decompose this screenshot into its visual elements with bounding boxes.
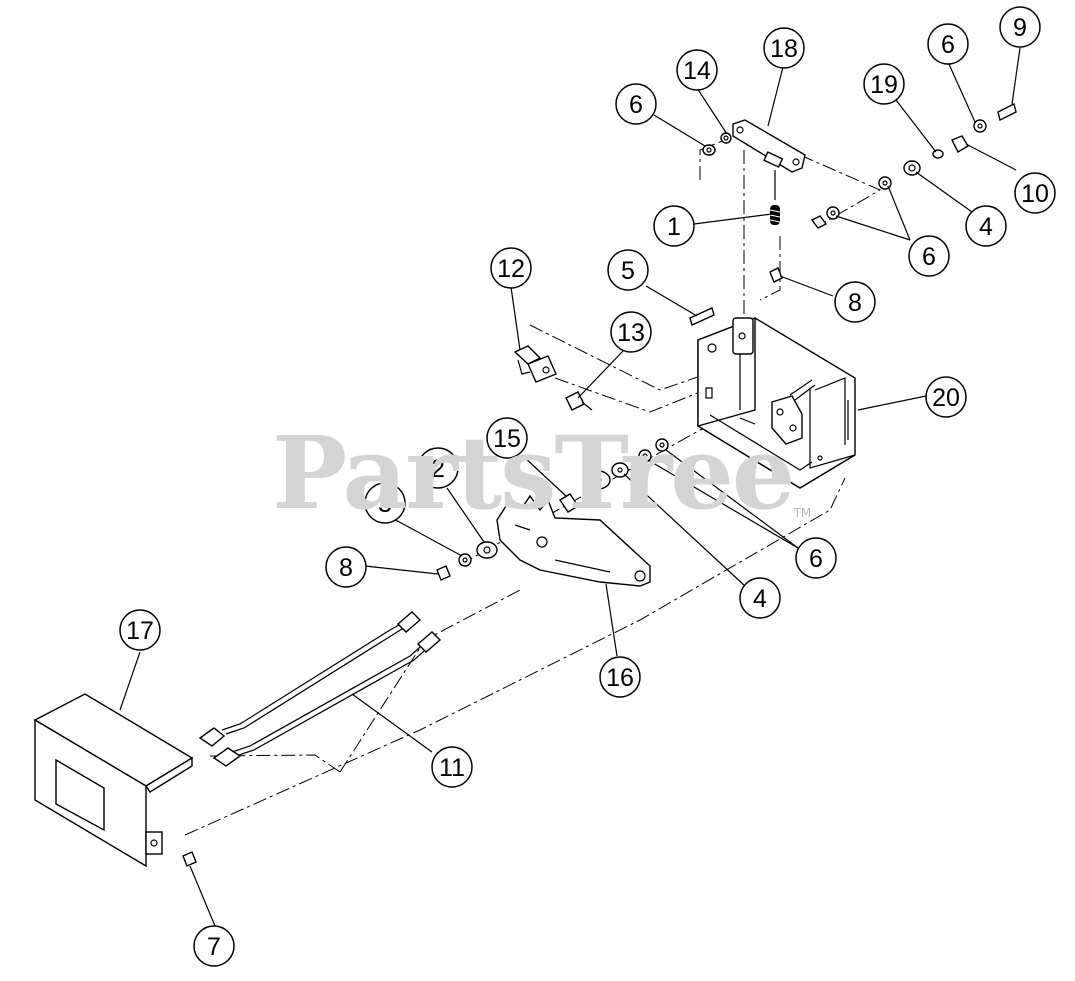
spring-part-1 xyxy=(769,205,781,225)
callout-13: 13 xyxy=(610,311,652,353)
callout-label: 3 xyxy=(378,490,392,518)
screw-part-7 xyxy=(182,851,197,867)
bracket-box-part-20 xyxy=(697,316,856,489)
callout-10: 10 xyxy=(1014,172,1056,214)
callout-15: 15 xyxy=(486,417,528,459)
callout-6: 6 xyxy=(927,23,969,65)
callout-12: 12 xyxy=(490,247,532,289)
callout-3: 3 xyxy=(364,482,406,524)
callout-2: 2 xyxy=(417,447,459,489)
switch-part-12 xyxy=(513,345,557,383)
callout-4: 4 xyxy=(965,205,1007,247)
callout-label: 18 xyxy=(770,35,798,63)
callout-6: 6 xyxy=(908,235,950,277)
callout-label: 4 xyxy=(753,585,767,613)
callout-label: 6 xyxy=(941,31,955,59)
callout-18: 18 xyxy=(763,27,805,69)
cover-part-17 xyxy=(33,693,194,868)
callout-label: 17 xyxy=(126,617,154,645)
callout-20: 20 xyxy=(925,376,967,418)
callout-11: 11 xyxy=(431,746,473,788)
callouts: 9 18 14 6 6 19 10 1 4 6 12 5 8 13 20 15 … xyxy=(119,6,1056,967)
callout-label: 14 xyxy=(683,57,711,85)
callout-8: 8 xyxy=(834,281,876,323)
callout-4: 4 xyxy=(739,577,781,619)
callout-label: 4 xyxy=(979,213,993,241)
callout-label: 20 xyxy=(932,384,960,412)
callout-label: 16 xyxy=(606,664,634,692)
callout-16: 16 xyxy=(599,656,641,698)
callout-label: 9 xyxy=(1013,14,1027,42)
callout-9: 9 xyxy=(999,6,1041,48)
top-hardware xyxy=(689,102,1017,326)
plate-part-18 xyxy=(732,119,806,200)
callout-label: 6 xyxy=(629,91,643,119)
bulb-part-13 xyxy=(565,391,593,411)
callout-7: 7 xyxy=(193,925,235,967)
callout-label: 6 xyxy=(809,545,823,573)
leader-lines xyxy=(119,47,1021,927)
callout-17: 17 xyxy=(119,609,161,651)
callout-label: 15 xyxy=(493,425,521,453)
callout-6: 6 xyxy=(795,537,837,579)
callout-label: 19 xyxy=(870,71,898,99)
callout-label: 8 xyxy=(848,289,862,317)
callout-label: 6 xyxy=(922,243,936,271)
callout-label: 7 xyxy=(207,933,221,961)
callout-5: 5 xyxy=(607,249,649,291)
callout-label: 11 xyxy=(439,754,465,782)
callout-1: 1 xyxy=(653,205,695,247)
callout-label: 5 xyxy=(621,257,635,285)
harness-part-11 xyxy=(198,611,442,767)
callout-label: 10 xyxy=(1021,180,1049,208)
callout-6: 6 xyxy=(615,83,657,125)
callout-19: 19 xyxy=(863,63,905,105)
callout-label: 8 xyxy=(339,554,353,582)
callout-14: 14 xyxy=(676,49,718,91)
callout-label: 1 xyxy=(667,213,681,241)
callout-label: 2 xyxy=(431,455,445,483)
lever-hardware xyxy=(436,438,669,581)
callout-label: 13 xyxy=(617,319,645,347)
lever-part-16 xyxy=(496,494,651,587)
callout-8: 8 xyxy=(325,546,367,588)
callout-label: 12 xyxy=(497,255,525,283)
